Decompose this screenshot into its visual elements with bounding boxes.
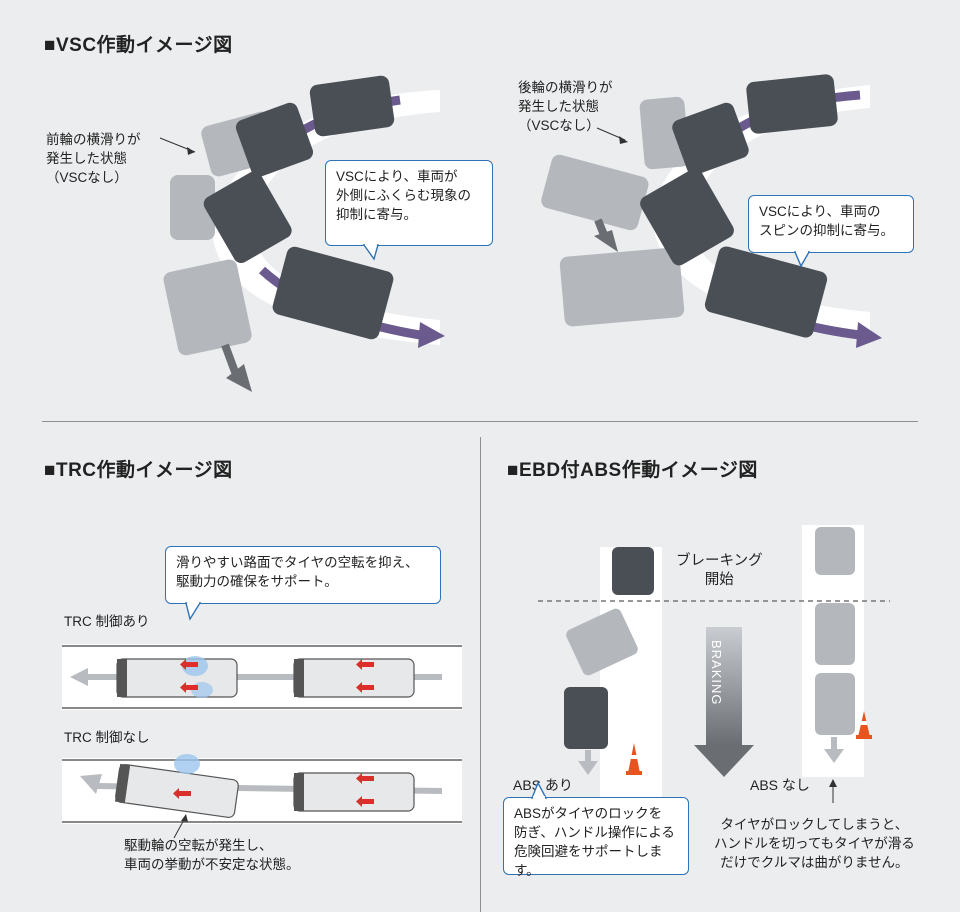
braking-start-label: ブレーキング 開始	[676, 553, 763, 588]
traffic-cone	[856, 711, 872, 739]
vsc-right-bubble: VSCにより、車両の スピンの抑制に寄与。	[748, 195, 914, 253]
trc-without-label: TRC 制御なし	[64, 730, 150, 745]
bubble-tail	[793, 250, 811, 268]
braking-word: BRAKING	[709, 640, 724, 706]
abs-with-label: ABS あり	[513, 777, 573, 793]
section-divider-horizontal	[42, 421, 918, 422]
trc-note: 駆動輪の空転が発生し、 車両の挙動が不安定な状態。	[124, 838, 300, 872]
bubble-tail	[362, 243, 379, 261]
bubble-tail	[185, 601, 202, 621]
dark-bus	[640, 74, 838, 338]
dark-bus	[203, 75, 395, 340]
abs-diagram	[538, 525, 890, 803]
trc-section-title: ■TRC作動イメージ図	[44, 460, 233, 481]
trc-bus-with-2	[293, 658, 415, 698]
trc-bubble: 滑りやすい路面でタイヤの空転を抑え、 駆動力の確保をサポート。	[165, 546, 441, 604]
trc-road-with	[62, 644, 462, 710]
bubble-tail	[530, 781, 548, 800]
vsc-left-bubble: VSCにより、車両が 外側にふくらむ現象の 抑制に寄与。	[325, 160, 493, 246]
trc-bus-without-2	[293, 772, 415, 812]
trc-bus-with-1	[116, 658, 238, 698]
rear-slip-label: 後輪の横滑りが 発生した状態 （VSCなし）	[518, 80, 613, 133]
trc-with-label: TRC 制御あり	[64, 614, 150, 629]
front-slip-label: 前輪の横滑りが 発生した状態 （VSCなし）	[46, 132, 141, 185]
vsc-section-title: ■VSC作動イメージ図	[44, 35, 233, 56]
abs-with-bus	[564, 547, 654, 749]
abs-without-label: ABS なし	[750, 777, 810, 793]
abs-section-title: ■EBD付ABS作動イメージ図	[507, 460, 758, 481]
trc-note-pointer	[173, 814, 188, 839]
ghost-bus	[541, 96, 690, 327]
abs-note: タイヤがロックしてしまうと、 ハンドルを切ってもタイヤが滑る だけでクルマは曲が…	[714, 817, 915, 870]
vsc-right-diagram	[541, 74, 882, 348]
abs-without-bus	[815, 527, 855, 735]
vsc-left-diagram	[159, 75, 445, 392]
trc-road-without	[62, 754, 462, 824]
section-divider-vertical	[480, 437, 481, 912]
abs-bubble: ABSがタイヤのロックを 防ぎ、ハンドル操作による 危険回避をサポートします。	[503, 797, 689, 878]
traffic-cone	[626, 743, 642, 775]
